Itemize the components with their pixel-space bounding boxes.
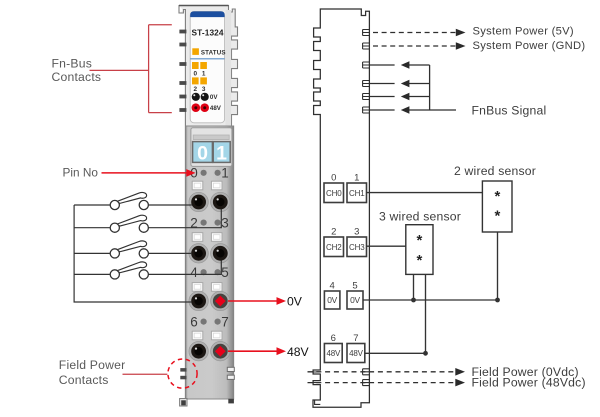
svg-text:3: 3: [202, 86, 206, 93]
svg-text:0V: 0V: [350, 295, 360, 305]
svg-text:ST-1324: ST-1324: [192, 27, 224, 37]
svg-text:*: *: [416, 232, 422, 249]
svg-text:System Power (GND): System Power (GND): [473, 40, 586, 52]
svg-text:0V: 0V: [210, 94, 218, 101]
svg-text:6: 6: [331, 333, 336, 344]
svg-text:48V: 48V: [326, 349, 340, 358]
svg-text:48V: 48V: [349, 349, 363, 358]
svg-text:5: 5: [221, 265, 229, 280]
svg-text:Contacts: Contacts: [52, 70, 102, 84]
svg-text:Field Power (48Vdc): Field Power (48Vdc): [472, 376, 586, 390]
svg-text:48V: 48V: [287, 345, 310, 359]
svg-text:1: 1: [216, 143, 227, 165]
svg-text:48V: 48V: [210, 105, 222, 112]
svg-text:0: 0: [194, 71, 198, 78]
svg-text:5: 5: [352, 281, 357, 292]
svg-text:6: 6: [190, 314, 198, 329]
svg-text:Field Power: Field Power: [59, 358, 126, 372]
svg-text:3: 3: [354, 226, 359, 237]
svg-text:CH2: CH2: [326, 243, 342, 252]
svg-text:1: 1: [221, 166, 229, 181]
svg-text:FnBus Signal: FnBus Signal: [472, 104, 547, 118]
svg-text:4: 4: [330, 281, 335, 292]
svg-text:7: 7: [353, 333, 358, 344]
svg-text:STATUS: STATUS: [201, 49, 226, 56]
svg-text:2 wired sensor: 2 wired sensor: [454, 164, 536, 178]
svg-text:2: 2: [190, 215, 198, 230]
svg-text:CH3: CH3: [349, 243, 365, 252]
svg-text:0: 0: [197, 143, 208, 165]
svg-text:0V: 0V: [327, 295, 337, 305]
svg-text:CH1: CH1: [349, 189, 365, 198]
svg-text:Pin No: Pin No: [63, 166, 99, 180]
svg-text:7: 7: [221, 314, 229, 329]
svg-text:0: 0: [331, 172, 336, 183]
svg-text:Field Power (0Vdc): Field Power (0Vdc): [472, 365, 579, 379]
svg-text:2: 2: [194, 86, 198, 93]
svg-text:3 wired sensor: 3 wired sensor: [379, 210, 461, 224]
svg-text:0V: 0V: [287, 295, 303, 309]
svg-text:Fn-Bus: Fn-Bus: [52, 56, 92, 70]
svg-text:*: *: [494, 188, 500, 205]
svg-text:System Power (5V): System Power (5V): [473, 26, 574, 38]
svg-text:3: 3: [221, 215, 229, 230]
svg-text:2: 2: [331, 226, 336, 237]
svg-text:*: *: [494, 208, 500, 225]
svg-text:1: 1: [202, 71, 206, 78]
svg-text:*: *: [416, 252, 422, 269]
svg-text:CH0: CH0: [326, 189, 342, 198]
svg-text:Contacts: Contacts: [59, 373, 109, 387]
svg-text:1: 1: [354, 172, 359, 183]
svg-text:4: 4: [190, 265, 198, 280]
